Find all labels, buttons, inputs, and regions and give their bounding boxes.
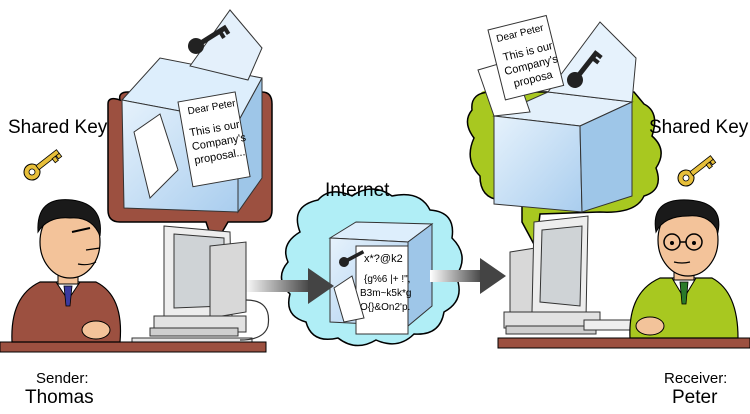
cipher-line-4: O{}&On2'p. bbox=[360, 302, 410, 313]
receiver-name-label: Peter bbox=[672, 387, 718, 408]
cipher-line-3: B3m~k5k*g bbox=[360, 288, 411, 299]
receiver-desk bbox=[497, 337, 750, 349]
arrow-to-internet bbox=[244, 268, 334, 304]
receiver-lid-key-icon bbox=[567, 50, 603, 88]
receiver-shared-key-icon bbox=[677, 155, 717, 187]
sender-name-label: Thomas bbox=[25, 387, 94, 408]
sender-desk bbox=[0, 341, 267, 353]
cipher-line-1: x*?@k2 bbox=[364, 253, 403, 265]
sender-computer bbox=[131, 225, 270, 347]
cloud-key-icon bbox=[339, 250, 365, 267]
receiver-computer bbox=[503, 215, 671, 335]
receiver-shared-key-label: Shared Key bbox=[649, 117, 749, 138]
sender-shared-key-label: Shared Key bbox=[8, 117, 108, 138]
receiver-letter bbox=[487, 14, 565, 101]
receiver-role-label: Receiver: bbox=[664, 370, 728, 387]
sender-role-label: Sender: bbox=[36, 370, 89, 387]
sender-lid-key-icon bbox=[188, 24, 231, 54]
arrow-to-receiver bbox=[430, 258, 506, 294]
encrypted-box bbox=[328, 221, 434, 335]
sender-letter bbox=[177, 91, 251, 188]
cipher-text: x*?@k2 {g%6 |+ !", B3m~k5k*g O{}&On2'p. bbox=[360, 253, 411, 313]
cipher-line-2: {g%6 |+ !", bbox=[364, 274, 410, 285]
sender-person-thomas bbox=[11, 199, 122, 343]
receiver-person-peter bbox=[629, 199, 739, 339]
sender-shared-key-icon bbox=[23, 149, 63, 181]
internet-label: Internet bbox=[325, 180, 390, 201]
